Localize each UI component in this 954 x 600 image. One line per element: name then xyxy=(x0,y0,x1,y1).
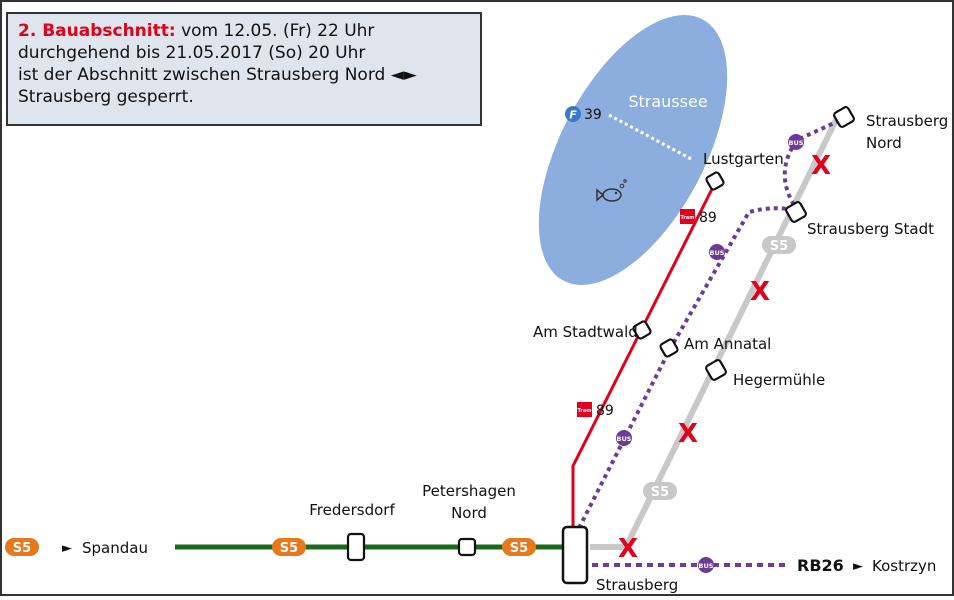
lake-label: Straussee xyxy=(628,92,707,111)
notice-line-2: durchgehend bis 21.05.2017 (So) 20 Uhr xyxy=(18,43,366,63)
s5-badge-closed: S5 xyxy=(643,482,677,500)
svg-text:BUS: BUS xyxy=(789,139,804,147)
notice-highlight: 2. Bauabschnitt: xyxy=(18,21,176,41)
tram-badge-icon: Tram xyxy=(680,209,695,224)
station-strausberg-nord xyxy=(833,106,855,128)
station-label: Lustgarten xyxy=(703,150,784,168)
ferry-route xyxy=(608,113,694,162)
tram-89-route xyxy=(571,180,718,547)
station-label: Nord xyxy=(866,134,902,152)
s5-badge: S5 xyxy=(502,538,536,556)
s5-badge: S5 xyxy=(5,538,39,556)
notice-line-3: ist der Abschnitt zwischen Strausberg No… xyxy=(18,65,417,85)
rb26-label: RB26 xyxy=(797,556,844,575)
svg-text:Tram: Tram xyxy=(578,408,592,414)
s5-badge: S5 xyxy=(272,538,306,556)
destination-kostrzyn: Kostrzyn xyxy=(872,557,936,575)
notice-line-4: Strausberg gesperrt. xyxy=(18,87,194,107)
closure-mark: X xyxy=(618,534,638,564)
station-lustgarten xyxy=(705,171,725,191)
lake-shape xyxy=(538,15,728,285)
tram-line-number: 89 xyxy=(699,210,717,226)
fish-icon xyxy=(596,179,627,202)
station-label: Am Annatal xyxy=(684,335,771,353)
closure-mark: X xyxy=(678,419,698,449)
station-fredersdorf xyxy=(346,532,366,562)
tram-line-number: 89 xyxy=(596,403,614,419)
closure-mark: X xyxy=(811,151,831,181)
station-label: Am Stadtwald xyxy=(533,323,638,341)
s5-closed-track xyxy=(590,116,840,550)
station-label: Nord xyxy=(451,504,487,522)
station-strausberg-stadt xyxy=(785,201,807,223)
station-strausberg xyxy=(561,525,589,585)
bus-badge-icon: BUS xyxy=(698,557,714,573)
svg-text:S5: S5 xyxy=(651,485,669,500)
svg-text:S5: S5 xyxy=(280,541,298,556)
bus-badge-icon: BUS xyxy=(616,430,632,446)
ferry-badge-icon: F xyxy=(565,106,581,122)
tram-badge-icon: Tram xyxy=(577,402,592,417)
notice-line-1: 2. Bauabschnitt: vom 12.05. (Fr) 22 Uhr xyxy=(18,20,470,42)
station-label: Hegermühle xyxy=(733,371,825,389)
direction-arrow-icon: ► xyxy=(62,541,72,556)
direction-arrow-icon: ► xyxy=(853,559,863,574)
bus-badge-icon: BUS xyxy=(788,134,804,150)
svg-text:S5: S5 xyxy=(13,541,31,556)
notice-line-1-text: vom 12.05. (Fr) 22 Uhr xyxy=(175,21,375,41)
bus-badge-icon: BUS xyxy=(709,244,725,260)
station-label: Fredersdorf xyxy=(309,501,395,519)
svg-text:BUS: BUS xyxy=(710,249,725,257)
station-am-annatal xyxy=(659,338,679,358)
svg-text:S5: S5 xyxy=(770,239,788,254)
closure-notice: 2. Bauabschnitt: vom 12.05. (Fr) 22 Uhr … xyxy=(6,12,482,126)
s5-badge-closed: S5 xyxy=(762,236,796,254)
destination-spandau: Spandau xyxy=(82,539,148,557)
closure-mark: X xyxy=(750,277,770,307)
svg-text:F: F xyxy=(569,109,577,122)
station-hegermuehle xyxy=(705,359,727,381)
svg-text:BUS: BUS xyxy=(617,435,632,443)
ferry-line-number: 39 xyxy=(584,107,602,123)
station-label: Petershagen xyxy=(422,482,516,500)
station-petershagen-nord xyxy=(457,537,477,557)
svg-text:BUS: BUS xyxy=(699,562,714,570)
lake-straussee: Straussee F 39 xyxy=(538,15,728,285)
station-label: Strausberg xyxy=(596,576,678,594)
svg-text:Tram: Tram xyxy=(681,215,695,221)
station-label: Strausberg Stadt xyxy=(807,220,934,238)
station-label: Strausberg xyxy=(866,112,948,130)
station-am-stadtwald xyxy=(632,320,652,340)
svg-text:S5: S5 xyxy=(510,541,528,556)
